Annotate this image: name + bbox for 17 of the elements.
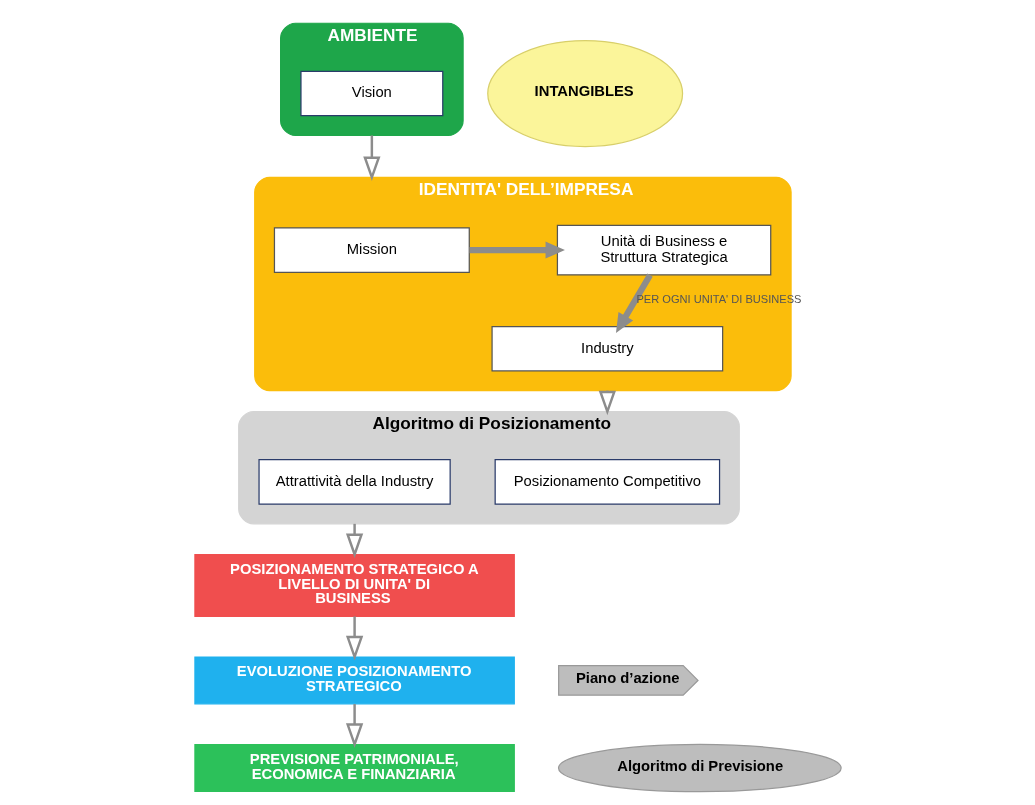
arrow [362,135,380,182]
arrow [615,273,653,333]
node-box: Unità di Business e Struttura Strategica [556,224,771,276]
arrow [468,241,565,259]
node-ellipse: Algoritmo di Previsione [557,743,842,793]
node-box: Mission [273,227,470,273]
node-box: Attrattività della Industry [257,459,451,505]
arrow [345,523,363,559]
arrow [345,616,363,661]
node-box: Posizionamento Competitivo [494,459,720,505]
arrow [345,704,363,749]
node-box: PREVISIONE PATRIMONIALE, ECONOMICA E FINANZIARIA [193,744,515,793]
node-box: Industry [490,325,723,372]
node-ellipse: INTANGIBLES [486,39,683,148]
node-box: POSIZIONAMENTO STRATEGICO A LIVELLO DI UNITA' DI BUSINESS [193,554,515,617]
node-box: Vision [299,70,443,117]
node-box: EVOLUZIONE POSIZIONAMENTO STRATEGICO [193,656,515,705]
